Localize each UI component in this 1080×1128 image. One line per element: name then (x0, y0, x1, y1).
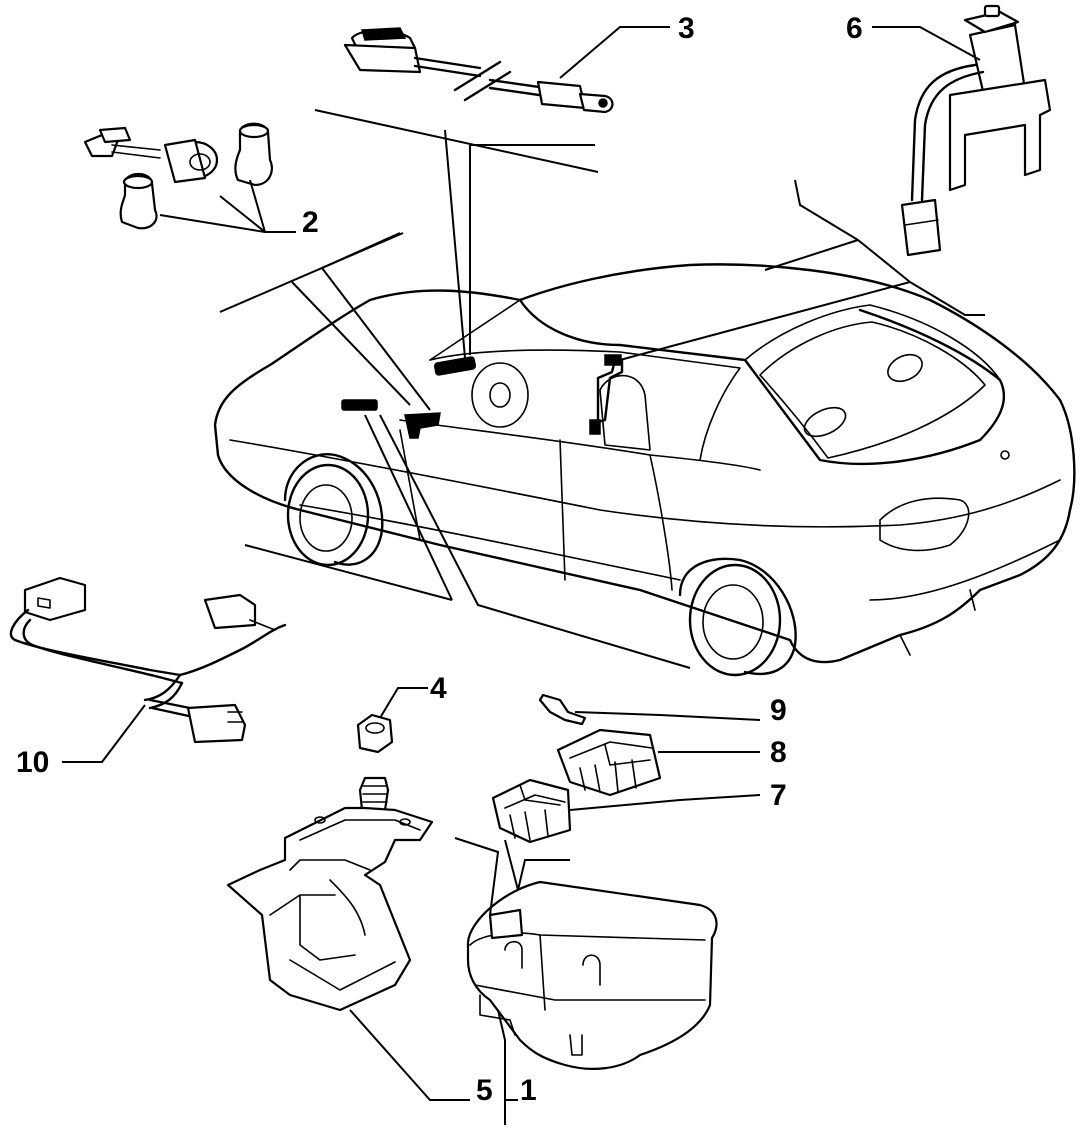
part-5-bracket (226, 776, 434, 1012)
leader-lines (62, 26, 985, 1125)
part-4-nut (356, 713, 394, 754)
callout-7: 7 (770, 779, 787, 812)
callout-1: 1 (520, 1074, 537, 1107)
callout-10: 10 (16, 746, 49, 779)
part-10-harness (9, 576, 287, 744)
part-9-terminal (538, 693, 587, 726)
part-2-sensors (83, 122, 273, 230)
callout-2: 2 (302, 206, 319, 239)
callout-3: 3 (678, 12, 695, 45)
callout-5: 5 (476, 1074, 493, 1107)
car-illustration (213, 263, 1076, 677)
part-6-seat-sensor (900, 4, 1052, 257)
part-8-connector (556, 728, 662, 797)
part-7-connector (491, 778, 572, 844)
callout-8: 8 (770, 736, 787, 769)
callout-9: 9 (770, 694, 787, 727)
part-3-wiring-harness (343, 27, 614, 114)
callout-6: 6 (846, 12, 863, 45)
part-1-control-unit (466, 880, 718, 1070)
callout-4: 4 (430, 672, 447, 705)
